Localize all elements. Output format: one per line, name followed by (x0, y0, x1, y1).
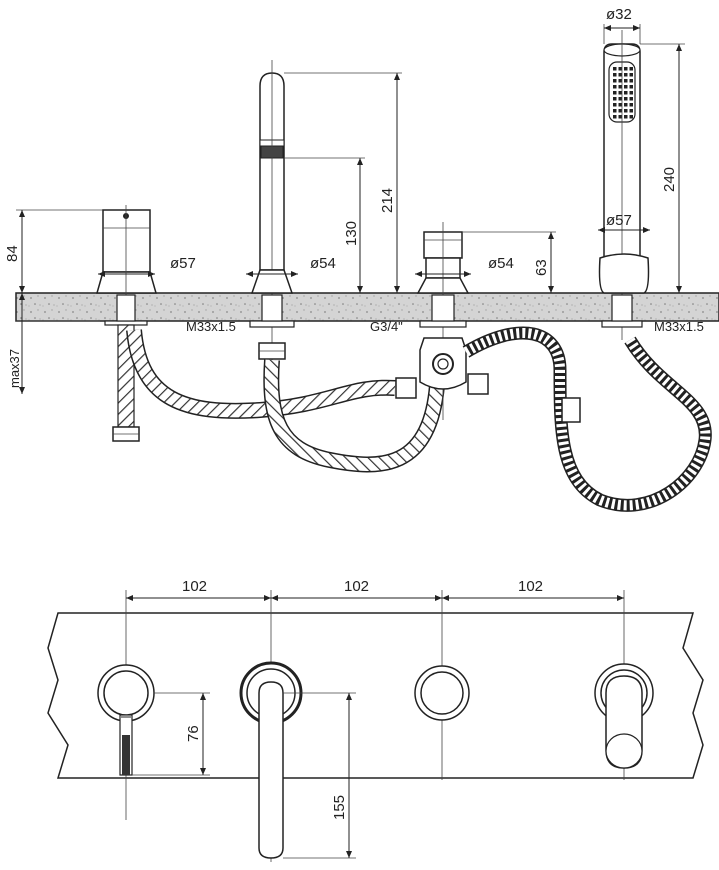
side-view: max37 84 ø57 (4, 6, 719, 512)
spray-nozzle (618, 103, 622, 107)
thread-right-label: M33x1.5 (654, 319, 704, 334)
spray-nozzle (613, 109, 617, 113)
spray-nozzle (624, 67, 628, 71)
spray-nozzle (613, 115, 617, 119)
handshower-diameter-label: ø32 (606, 6, 632, 23)
lever-top-view (97, 664, 155, 776)
handshower (598, 30, 650, 340)
lever-projection-label: 76 (185, 725, 202, 742)
spray-nozzle (624, 79, 628, 83)
spray-nozzle (629, 109, 633, 113)
spout-height-dimension: 214 (284, 72, 402, 293)
top-view: 102 102 102 76 155 (47, 578, 704, 862)
spray-nozzle (618, 97, 622, 101)
spacing-1-label: 102 (182, 578, 207, 595)
spray-nozzle (613, 97, 617, 101)
handshower-height-label: 240 (661, 167, 678, 192)
valve-diameter-dimension: ø54 (415, 255, 514, 277)
spray-nozzle (613, 91, 617, 95)
spray-nozzle (624, 115, 628, 119)
spray-nozzle (629, 85, 633, 89)
valve-height-dimension: 63 (462, 231, 556, 293)
spray-nozzle (613, 103, 617, 107)
spacing-2-label: 102 (344, 578, 369, 595)
spray-nozzle (613, 85, 617, 89)
spray-nozzle (618, 115, 622, 119)
spray-nozzle (624, 97, 628, 101)
spray-nozzle (618, 91, 622, 95)
spray-nozzle (618, 85, 622, 89)
spray-nozzle (618, 73, 622, 77)
deck-plate-outline (47, 612, 704, 779)
spray-nozzle (629, 115, 633, 119)
spout-height-label: 214 (379, 188, 396, 213)
spout-outlet-height-label: 130 (343, 221, 360, 246)
spray-nozzles (613, 67, 633, 119)
spray-nozzle (629, 73, 633, 77)
hose-connector (561, 397, 581, 423)
valve-diameter-label: ø54 (488, 255, 514, 272)
spout-base-diameter-dimension: ø54 (246, 255, 336, 277)
lever-height-dimension: 84 (4, 209, 110, 293)
spray-nozzle (624, 103, 628, 107)
thread-left-label: M33x1.5 (186, 319, 236, 334)
spray-nozzle (613, 79, 617, 83)
spray-nozzle (629, 91, 633, 95)
lever-height-label: 84 (4, 245, 21, 262)
holder-diameter-dimension: ø57 (598, 212, 650, 233)
spout-projection-label: 155 (331, 795, 348, 820)
thread-middle-label: G3/4" (370, 319, 403, 334)
spray-nozzle (629, 67, 633, 71)
spray-nozzle (629, 79, 633, 83)
spray-nozzle (624, 91, 628, 95)
lever-diameter-dimension: ø57 (98, 255, 196, 277)
handshower-top-view (594, 663, 654, 769)
spray-nozzle (618, 67, 622, 71)
lever-projection-dimension: 76 (132, 692, 210, 776)
spout-projection-dimension: 155 (283, 692, 356, 859)
spray-nozzle (618, 79, 622, 83)
lever-diameter-label: ø57 (170, 255, 196, 272)
diverter-valve (395, 222, 489, 420)
spray-nozzle (629, 97, 633, 101)
diverter-handshower-hose (462, 326, 712, 512)
spray-nozzle (624, 109, 628, 113)
spray-nozzle (618, 109, 622, 113)
spray-nozzle (613, 73, 617, 77)
handshower-diameter-dimension: ø32 (603, 6, 641, 44)
handshower-height-dimension: 240 (640, 43, 685, 293)
valve-height-label: 63 (533, 259, 550, 276)
spray-nozzle (613, 67, 617, 71)
spacing-3-label: 102 (518, 578, 543, 595)
deck-thickness-dimension: max37 (7, 293, 100, 394)
spray-nozzle (624, 73, 628, 77)
spout-outlet-height-dimension: 130 (284, 157, 365, 293)
spout-top-view (239, 661, 303, 859)
max-thickness-label: max37 (7, 349, 22, 388)
valve-top-view (414, 665, 470, 721)
holder-diameter-label: ø57 (606, 212, 632, 229)
spout-base-diameter-label: ø54 (310, 255, 336, 272)
spray-nozzle (629, 103, 633, 107)
spray-nozzle (624, 85, 628, 89)
